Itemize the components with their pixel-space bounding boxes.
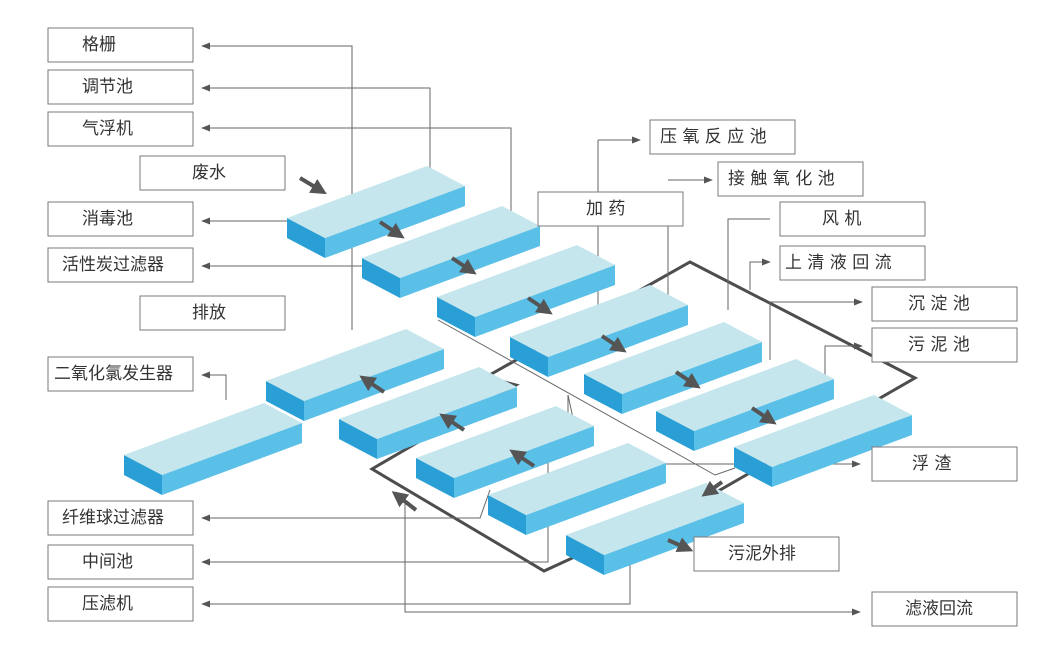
- arrow-10: [667, 537, 694, 553]
- svg-text:污 泥 池: 污 泥 池: [908, 335, 970, 355]
- label-activated-carbon-filter: 活性炭过滤器: [47, 247, 194, 283]
- label-discharge: 排放: [139, 295, 286, 331]
- label-wastewater: 废水: [139, 155, 286, 191]
- svg-text:上 清 液 回 流: 上 清 液 回 流: [785, 253, 892, 273]
- label-filtrate-return: 滤液回流: [871, 591, 1018, 627]
- label-sludge-discharge: 污泥外排: [693, 536, 840, 572]
- arrow-wastewater-in: [298, 176, 327, 195]
- label-anaerobic-tank: 压 氧 反 应 池: [649, 119, 796, 155]
- arrow-4: [600, 334, 627, 353]
- label-dosing: 加 药: [537, 191, 684, 227]
- label-intermediate-tank: 中间池: [47, 544, 194, 580]
- arrow-12: [701, 480, 724, 497]
- svg-text:调节池: 调节池: [82, 77, 133, 97]
- svg-text:污泥外排: 污泥外排: [728, 544, 796, 564]
- label-contact-oxidation-tank: 接 触 氧 化 池: [717, 161, 864, 197]
- svg-text:废水: 废水: [192, 163, 226, 183]
- svg-text:排放: 排放: [192, 303, 226, 323]
- label-supernatant-return: 上 清 液 回 流: [779, 245, 926, 281]
- arrow-1: [378, 220, 405, 239]
- label-sedimentation-tank: 沉 淀 池: [871, 286, 1018, 322]
- svg-text:气浮机: 气浮机: [82, 119, 133, 139]
- svg-text:压滤机: 压滤机: [82, 594, 133, 614]
- block-grille-tank: [287, 166, 465, 258]
- svg-text:格栅: 格栅: [82, 35, 116, 55]
- label-chlorine-dioxide-generator: 二氧化氯发生器: [47, 356, 194, 392]
- label-scum: 浮 渣: [871, 446, 1018, 482]
- label-disinfection-tank: 消毒池: [47, 201, 194, 237]
- arrow-7: [359, 375, 386, 394]
- block-filter-press: [566, 483, 744, 575]
- arrow-3: [526, 296, 553, 315]
- svg-text:风 机: 风 机: [822, 209, 861, 229]
- svg-text:二氧化氯发生器: 二氧化氯发生器: [54, 364, 173, 384]
- label-filter-press: 压滤机: [47, 586, 194, 622]
- svg-text:活性炭过滤器: 活性炭过滤器: [62, 255, 164, 275]
- block-sedimentation-tank: [734, 395, 912, 487]
- arrow-8: [439, 413, 466, 432]
- label-blower: 风 机: [779, 201, 926, 237]
- svg-text:压 氧 反 应 池: 压 氧 反 应 池: [660, 127, 767, 147]
- svg-text:滤液回流: 滤液回流: [905, 599, 973, 619]
- svg-text:接 触 氧 化 池: 接 触 氧 化 池: [728, 169, 835, 189]
- arrow-6: [750, 406, 777, 425]
- svg-text:中间池: 中间池: [82, 552, 133, 572]
- svg-text:消毒池: 消毒池: [82, 209, 133, 229]
- label-sludge-tank: 污 泥 池: [871, 327, 1018, 363]
- svg-text:沉 淀 池: 沉 淀 池: [908, 294, 970, 314]
- arrow-11: [391, 491, 418, 512]
- arrow-5: [674, 370, 701, 389]
- svg-text:加 药: 加 药: [586, 199, 625, 219]
- arrow-9: [509, 449, 536, 468]
- label-fiber-ball-filter: 纤维球过滤器: [47, 500, 194, 536]
- svg-text:浮 渣: 浮 渣: [912, 454, 951, 474]
- arrow-2: [450, 256, 477, 275]
- block-chlorine-generator: [124, 403, 302, 495]
- label-regulating-tank: 调节池: [47, 69, 194, 105]
- svg-text:纤维球过滤器: 纤维球过滤器: [62, 508, 164, 528]
- label-grille: 格栅: [47, 27, 194, 63]
- block-intermediate-tank: [488, 443, 666, 535]
- label-air-flotation: 气浮机: [47, 111, 194, 147]
